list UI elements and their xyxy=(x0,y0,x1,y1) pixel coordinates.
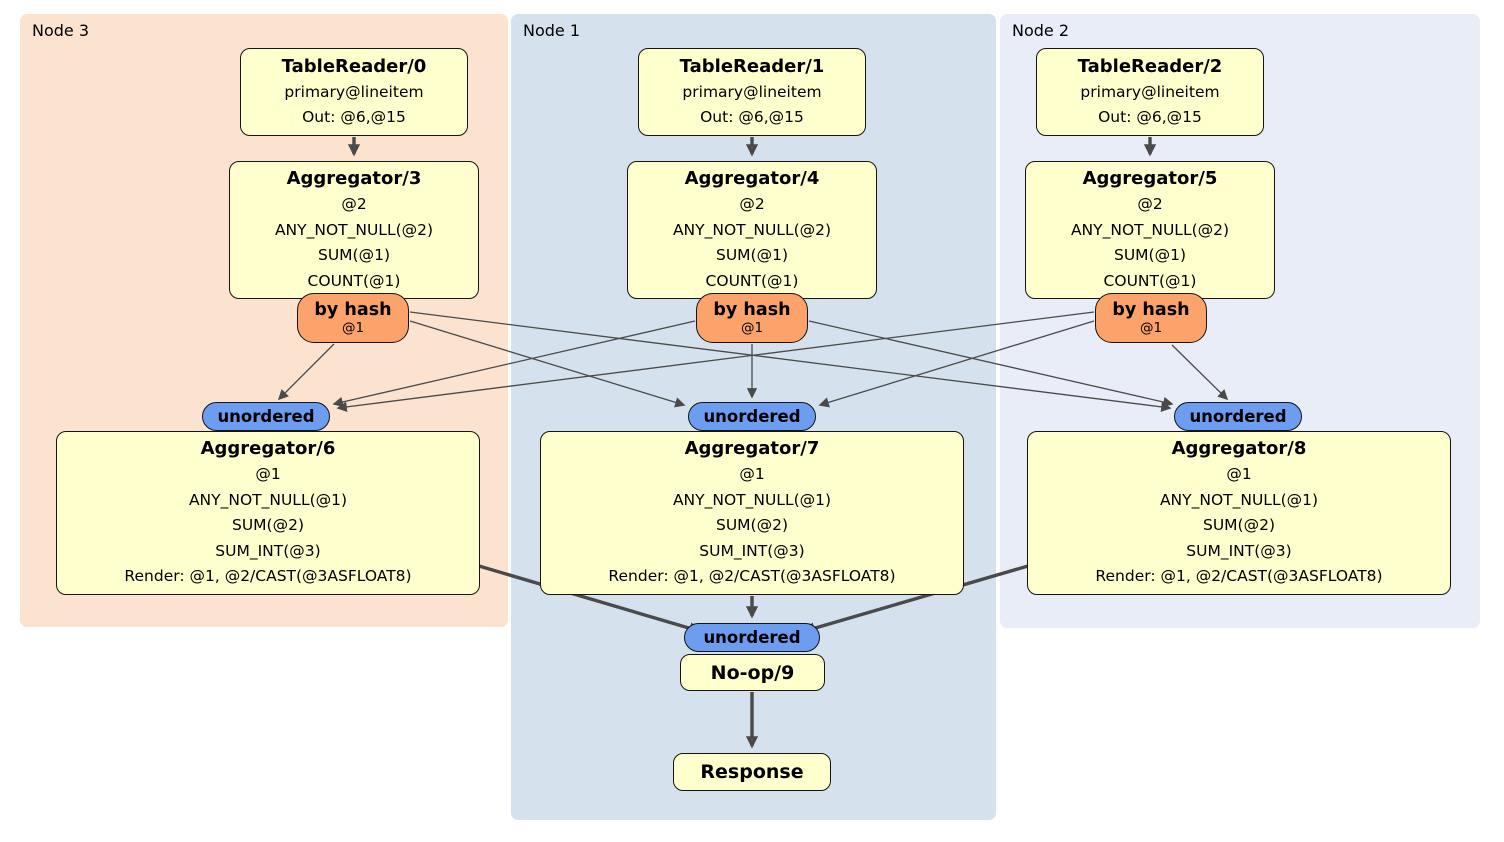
aggregator-7-box: Aggregator/7 @1 ANY_NOT_NULL(@1) SUM(@2)… xyxy=(540,431,964,595)
box-line: ANY_NOT_NULL(@1) xyxy=(672,490,832,509)
box-line: COUNT(@1) xyxy=(1103,271,1197,290)
box-line: SUM_INT(@3) xyxy=(699,541,805,560)
box-line: SUM(@1) xyxy=(715,246,788,264)
router-label: by hash xyxy=(713,300,791,320)
box-title: TableReader/2 xyxy=(1077,55,1223,77)
box-line: Out: @6,@15 xyxy=(700,108,804,126)
aggregator-4-box: Aggregator/4 @2 ANY_NOT_NULL(@2) SUM(@1)… xyxy=(627,161,877,299)
box-line: @1 xyxy=(255,465,281,484)
router-detail: @1 xyxy=(740,320,764,336)
box-title: TableReader/0 xyxy=(281,55,427,77)
hash-router-1: by hash @1 xyxy=(696,293,808,343)
sync-unordered-1: unordered xyxy=(688,402,816,431)
edge-hash1-sync0 xyxy=(332,320,696,408)
box-line: SUM(@1) xyxy=(317,246,390,264)
box-title: Aggregator/7 xyxy=(684,438,820,460)
box-line: COUNT(@1) xyxy=(705,271,799,290)
box-line: ANY_NOT_NULL(@1) xyxy=(188,490,348,509)
box-line: SUM_INT(@3) xyxy=(1186,541,1292,560)
router-detail: @1 xyxy=(341,320,365,336)
router-detail: @1 xyxy=(1139,320,1163,336)
box-line: Render: @1, @2/CAST(@3ASFLOAT8) xyxy=(1095,567,1383,586)
aggregator-3-box: Aggregator/3 @2 ANY_NOT_NULL(@2) SUM(@1)… xyxy=(229,161,479,299)
box-line: primary@lineitem xyxy=(682,82,822,101)
box-line: ANY_NOT_NULL(@2) xyxy=(274,220,434,239)
sync-unordered-2: unordered xyxy=(1174,402,1302,431)
hash-router-0: by hash @1 xyxy=(297,293,409,343)
box-title: Aggregator/5 xyxy=(1082,168,1218,189)
box-line: @2 xyxy=(1137,195,1163,213)
box-line: Render: @1, @2/CAST(@3ASFLOAT8) xyxy=(608,567,896,586)
box-line: Out: @6,@15 xyxy=(1098,108,1202,126)
tablereader-0-box: TableReader/0 primary@lineitem Out: @6,@… xyxy=(240,48,468,136)
edge-agg6-finalsync xyxy=(478,564,702,635)
box-title: Aggregator/8 xyxy=(1171,438,1307,460)
node-label: Node 1 xyxy=(523,21,581,40)
box-title: Aggregator/3 xyxy=(286,168,422,189)
box-line: @2 xyxy=(739,195,765,213)
router-label: by hash xyxy=(1112,300,1190,320)
aggregator-8-box: Aggregator/8 @1 ANY_NOT_NULL(@1) SUM(@2)… xyxy=(1027,431,1451,595)
edge-hash2-sync0 xyxy=(336,311,1095,413)
box-line: SUM(@2) xyxy=(231,516,304,535)
box-line: COUNT(@1) xyxy=(307,271,401,290)
box-line: @1 xyxy=(1226,465,1252,484)
tablereader-2-box: TableReader/2 primary@lineitem Out: @6,@… xyxy=(1036,48,1264,136)
box-line: Render: @1, @2/CAST(@3ASFLOAT8) xyxy=(124,567,412,586)
aggregator-6-box: Aggregator/6 @1 ANY_NOT_NULL(@1) SUM(@2)… xyxy=(56,431,480,595)
sync-unordered-0: unordered xyxy=(202,402,330,431)
edge-hash1-sync2 xyxy=(808,320,1174,408)
box-line: ANY_NOT_NULL(@2) xyxy=(1070,220,1230,239)
box-line: primary@lineitem xyxy=(1080,82,1220,101)
router-label: by hash xyxy=(314,300,392,320)
sync-label: unordered xyxy=(703,628,801,647)
box-line: SUM(@1) xyxy=(1113,246,1186,264)
node-label: Node 3 xyxy=(32,21,90,40)
sync-label: unordered xyxy=(217,407,315,426)
box-line: SUM_INT(@3) xyxy=(215,541,321,560)
tablereader-1-box: TableReader/1 primary@lineitem Out: @6,@… xyxy=(638,48,866,136)
edge-hash2-sync2 xyxy=(1171,344,1229,401)
edge-hash0-sync1 xyxy=(409,320,686,408)
box-line: @2 xyxy=(341,195,367,213)
hash-router-2: by hash @1 xyxy=(1095,293,1207,343)
node-label: Node 2 xyxy=(1012,21,1070,40)
box-title: No-op/9 xyxy=(710,661,795,684)
edge-agg8-finalsync xyxy=(802,564,1029,635)
box-title: Response xyxy=(700,761,804,783)
noop-9-box: No-op/9 xyxy=(680,654,825,691)
box-line: Out: @6,@15 xyxy=(302,108,406,126)
box-line: SUM(@2) xyxy=(715,516,788,535)
box-line: @1 xyxy=(739,465,765,484)
box-line: SUM(@2) xyxy=(1202,516,1275,535)
sync-label: unordered xyxy=(703,407,801,426)
box-title: Aggregator/6 xyxy=(200,438,336,460)
edge-hash2-sync1 xyxy=(818,320,1095,408)
sync-unordered-final: unordered xyxy=(684,623,820,652)
box-title: TableReader/1 xyxy=(679,55,825,77)
box-line: ANY_NOT_NULL(@1) xyxy=(1159,490,1319,509)
edge-hash0-sync2 xyxy=(409,311,1172,413)
edge-hash0-sync0 xyxy=(277,343,335,401)
sync-label: unordered xyxy=(1189,407,1287,426)
box-line: ANY_NOT_NULL(@2) xyxy=(672,220,832,239)
box-title: Aggregator/4 xyxy=(684,168,820,189)
response-box: Response xyxy=(673,753,831,791)
aggregator-5-box: Aggregator/5 @2 ANY_NOT_NULL(@2) SUM(@1)… xyxy=(1025,161,1275,299)
box-line: primary@lineitem xyxy=(284,82,424,101)
